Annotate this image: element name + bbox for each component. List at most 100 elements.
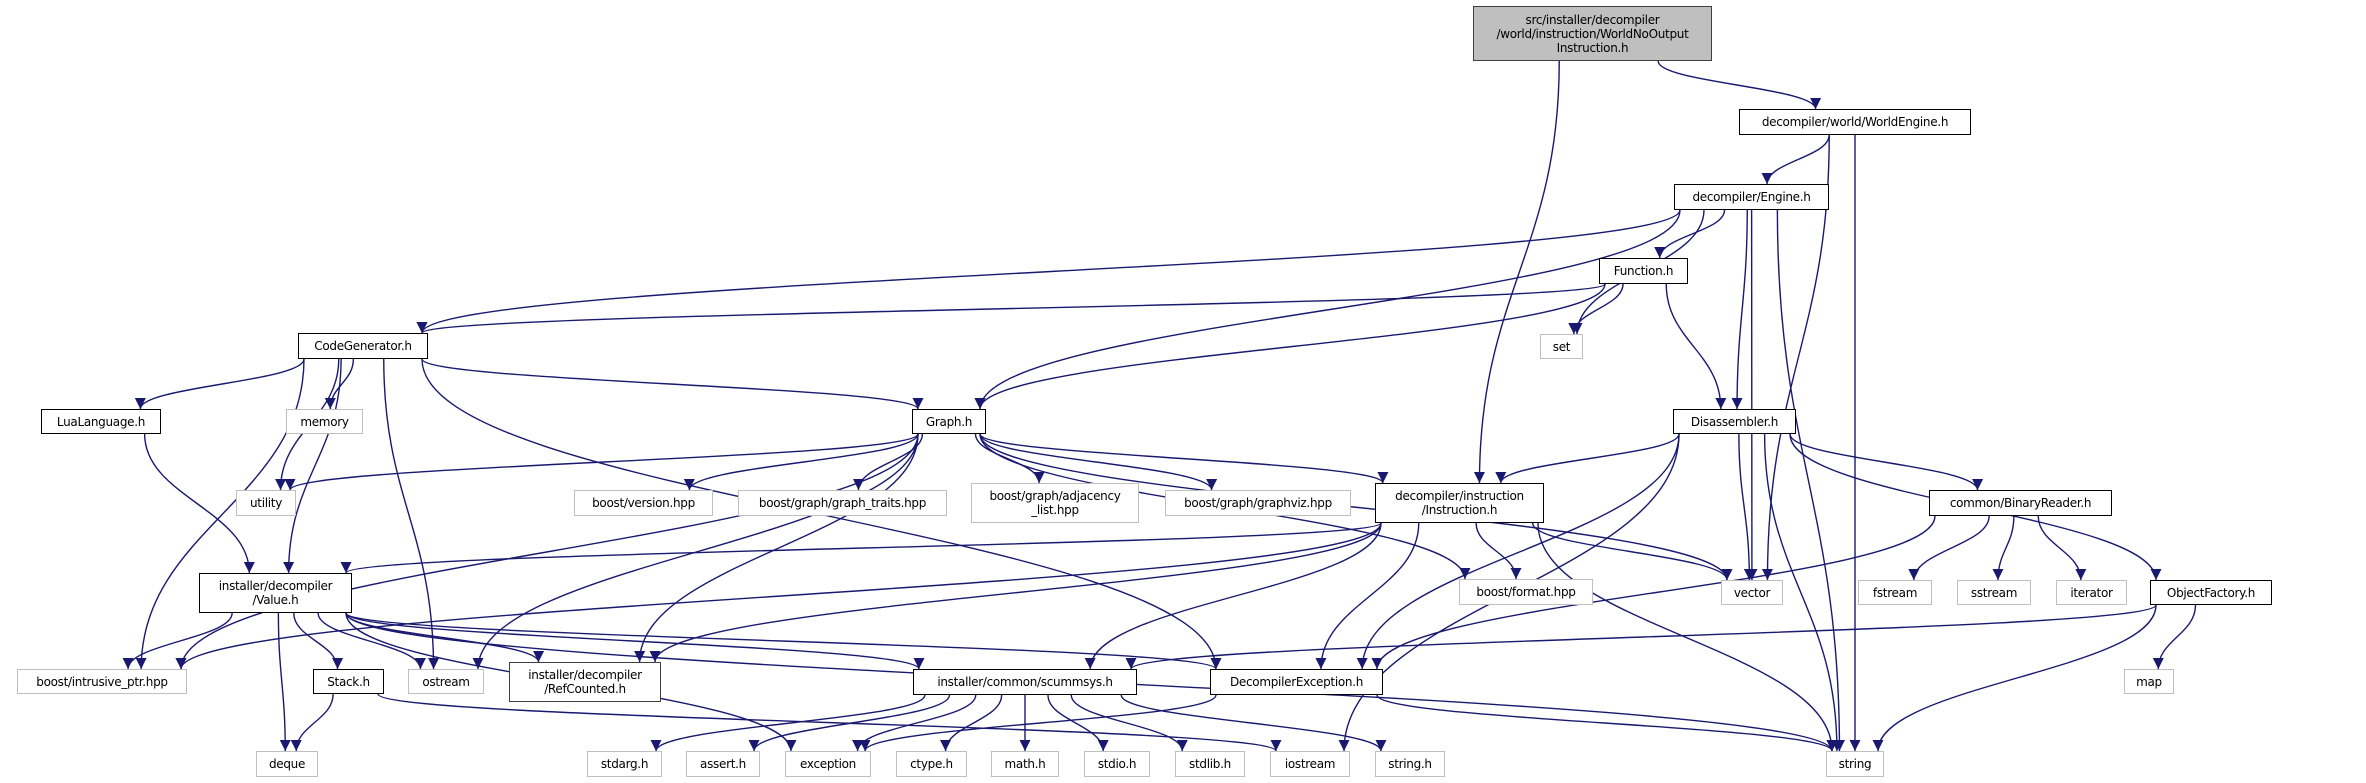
edge-graph-to-version [683, 433, 919, 491]
edge-disasm-to-string [1763, 433, 1843, 752]
edge-instruction-to-string [1537, 522, 1838, 752]
node-memory[interactable]: memory [286, 409, 363, 434]
edge-objfactory-to-scummsys [1125, 604, 2157, 670]
node-worldengine[interactable]: decompiler/world/WorldEngine.h [1739, 109, 1971, 135]
node-graph[interactable]: Graph.h [912, 409, 986, 434]
edge-scummsys-to-exception [852, 694, 977, 752]
node-instruction[interactable]: decompiler/instruction /Instruction.h [1375, 483, 1544, 523]
node-exception[interactable]: exception [785, 751, 871, 777]
node-intrusive[interactable]: boost/intrusive_ptr.hpp [17, 669, 187, 694]
node-vector[interactable]: vector [1721, 580, 1783, 605]
node-scummsys[interactable]: installer/common/scummsys.h [913, 669, 1137, 695]
edge-codegen-to-value [283, 358, 342, 574]
edge-engine-to-codegen [416, 209, 1681, 334]
node-fstream[interactable]: fstream [1858, 580, 1932, 605]
edge-objfactory-to-map [2152, 604, 2197, 670]
edge-binreader-to-decompexc [1371, 515, 1936, 670]
edge-graph-to-utility [284, 433, 919, 491]
edge-value-to-intrusive [122, 612, 233, 670]
edge-codegen-to-graph [421, 358, 924, 410]
edge-worldengine-to-engine [1761, 134, 1830, 185]
node-graphviz[interactable]: boost/graph/graphviz.hpp [1165, 490, 1351, 516]
node-version[interactable]: boost/version.hpp [574, 490, 713, 516]
edge-value-to-ostream [317, 612, 426, 670]
node-stdlib[interactable]: stdlib.h [1175, 751, 1245, 777]
node-traits[interactable]: boost/graph/graph_traits.hpp [738, 490, 947, 516]
node-map[interactable]: map [2124, 669, 2174, 694]
edge-disasm-to-binreader [1789, 433, 1984, 491]
edge-objfactory-to-string [1872, 604, 2157, 752]
edge-lualang-to-value [143, 433, 255, 574]
edge-value-to-deque [277, 612, 291, 752]
edge-binreader-to-fstream [1908, 515, 1990, 581]
edge-scummsys-to-stdarg [650, 694, 926, 752]
node-stdio[interactable]: stdio.h [1084, 751, 1150, 777]
edge-graph-to-vector [979, 433, 1733, 581]
node-sstream[interactable]: sstream [1957, 580, 2031, 605]
node-objfactory[interactable]: ObjectFactory.h [2150, 580, 2272, 605]
node-format[interactable]: boost/format.hpp [1459, 579, 1593, 605]
edge-engine-to-string [1776, 209, 1845, 752]
node-math[interactable]: math.h [991, 751, 1059, 777]
node-adjacency[interactable]: boost/graph/adjacency _list.hpp [971, 483, 1139, 523]
node-lualang[interactable]: LuaLanguage.h [41, 409, 161, 434]
node-stringh[interactable]: string.h [1375, 751, 1445, 777]
node-string[interactable]: string [1826, 751, 1884, 777]
node-iterator[interactable]: iterator [2056, 580, 2127, 605]
edge-engine-to-disasm [1731, 209, 1748, 410]
edge-graph-to-intrusive [175, 433, 919, 670]
edge-function-to-codegen [417, 283, 1606, 334]
node-stdarg[interactable]: stdarg.h [587, 751, 662, 777]
edge-graph-to-graphviz [979, 433, 1218, 491]
edge-instruction-to-decompexc [1315, 522, 1420, 670]
node-ostream[interactable]: ostream [408, 669, 484, 694]
edge-instruction-to-intrusive [175, 522, 1382, 670]
edge-scummsys-to-stringh [1120, 694, 1387, 752]
node-stack[interactable]: Stack.h [313, 669, 384, 694]
edge-instruction-to-format [1475, 522, 1522, 580]
edge-instruction-to-scummsys [1084, 522, 1382, 670]
edge-function-to-set [1568, 283, 1624, 335]
edge-value-to-stack [293, 612, 344, 670]
edge-value-to-decompexc [345, 612, 1222, 670]
edge-function-to-disasm [1665, 283, 1727, 410]
edge-stack-to-iostream [377, 693, 1282, 752]
node-root: src/installer/decompiler /world/instruct… [1473, 6, 1712, 61]
edge-scummsys-to-stdlib [1070, 694, 1188, 752]
node-engine[interactable]: decompiler/Engine.h [1674, 184, 1829, 210]
node-utility[interactable]: utility [236, 490, 296, 516]
node-disasm[interactable]: Disassembler.h [1673, 409, 1796, 434]
edge-disasm-to-decompexc [1356, 433, 1680, 670]
edge-graph-to-ostream [472, 433, 919, 670]
edge-instruction-to-value [341, 522, 1382, 574]
edge-graph-to-traits [853, 433, 924, 491]
edge-root-to-worldengine [1657, 60, 1822, 110]
edge-root-to-instruction [1473, 60, 1560, 484]
edge-stack-to-deque [290, 693, 334, 752]
edge-scummsys-to-ctype [940, 694, 1003, 752]
edge-function-to-graph [974, 283, 1606, 410]
node-set[interactable]: set [1540, 334, 1583, 359]
edge-codegen-to-memory [324, 358, 355, 410]
edge-value-to-scummsys [345, 612, 925, 670]
node-refcounted[interactable]: installer/decompiler /RefCounted.h [509, 662, 661, 702]
edge-codegen-to-ostream [383, 358, 440, 670]
node-deque[interactable]: deque [256, 751, 318, 777]
node-codegen[interactable]: CodeGenerator.h [298, 333, 428, 359]
edge-graph-to-instruction [979, 433, 1389, 484]
node-value[interactable]: installer/decompiler /Value.h [199, 573, 352, 613]
edge-graph-to-refcounted [634, 433, 919, 663]
node-iostream[interactable]: iostream [1270, 751, 1350, 777]
edge-disasm-to-instruction [1495, 433, 1680, 484]
node-function[interactable]: Function.h [1599, 258, 1688, 284]
node-binreader[interactable]: common/BinaryReader.h [1929, 490, 2112, 516]
node-assert[interactable]: assert.h [686, 751, 760, 777]
node-decompexc[interactable]: DecompilerException.h [1210, 669, 1383, 695]
edge-instruction-to-vector [1531, 522, 1733, 581]
edge-binreader-to-sstream [1992, 515, 2015, 581]
edge-engine-to-graph [974, 209, 1681, 410]
node-ctype[interactable]: ctype.h [896, 751, 967, 777]
edge-decompexc-to-exception [859, 694, 1217, 752]
